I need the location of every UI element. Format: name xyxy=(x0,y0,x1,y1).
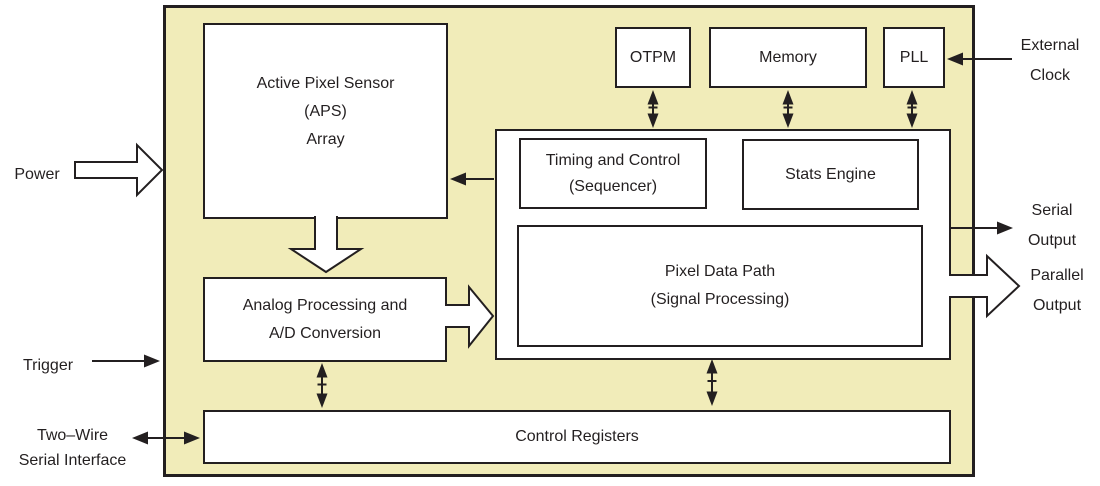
power-label: Power xyxy=(14,166,60,183)
pll-label: PLL xyxy=(899,48,929,66)
timing-label-line1: Timing and Control xyxy=(545,151,681,169)
otpm-box: OTPM xyxy=(615,27,691,88)
timing-label-line2: (Sequencer) xyxy=(568,177,658,195)
stats-engine-box: Stats Engine xyxy=(742,139,919,210)
control-registers-box: Control Registers xyxy=(203,410,951,464)
twowire-serial-interface-label: Two–Wire Serial Interface xyxy=(18,427,127,469)
memory-box: Memory xyxy=(709,27,867,88)
analog-processing-box: Analog Processing and A/D Conversion xyxy=(203,277,447,362)
memory-label: Memory xyxy=(759,48,817,66)
power-arrow-icon xyxy=(74,142,164,198)
pixel-data-path-label-line2: (Signal Processing) xyxy=(650,291,790,308)
timing-control-box: Timing and Control (Sequencer) xyxy=(519,138,707,209)
aps-label-line3: Array xyxy=(306,131,345,148)
trigger-label: Trigger xyxy=(22,357,74,374)
analog-label-line2: A/D Conversion xyxy=(268,324,382,342)
pixel-data-path-box: Pixel Data Path (Signal Processing) xyxy=(517,225,923,347)
control-registers-label: Control Registers xyxy=(515,428,639,445)
serial-output-label: Serial Output xyxy=(1027,202,1077,249)
aps-box: Active Pixel Sensor (APS) Array xyxy=(203,23,448,219)
stats-engine-label: Stats Engine xyxy=(785,165,876,183)
aps-label-line1: Active Pixel Sensor xyxy=(256,75,395,92)
parallel-output-label: Parallel Output xyxy=(1030,267,1084,314)
pll-box: PLL xyxy=(883,27,945,88)
otpm-label: OTPM xyxy=(629,48,677,66)
aps-label-line2: (APS) xyxy=(304,103,347,120)
external-clock-label: External Clock xyxy=(1020,37,1080,84)
analog-label-line1: Analog Processing and xyxy=(242,296,408,314)
pixel-data-path-label-line1: Pixel Data Path xyxy=(664,263,776,280)
trigger-arrow-icon xyxy=(92,354,160,368)
